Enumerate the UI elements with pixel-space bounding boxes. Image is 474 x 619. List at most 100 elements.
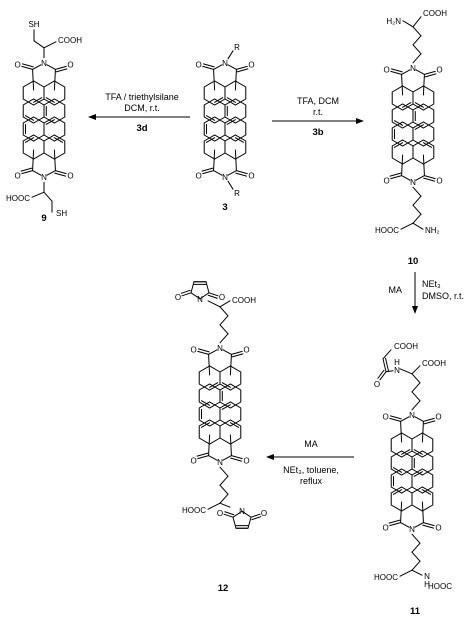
alkyl-chain-bond: [411, 382, 421, 393]
oxygen-atom-label: O: [217, 509, 223, 518]
oxygen-atom-label: O: [190, 456, 196, 465]
alkene-bond: [385, 357, 390, 372]
aromatic-double-bond: [206, 137, 216, 143]
chain-bond: [399, 368, 413, 375]
aromatic-double-bond: [229, 422, 239, 428]
aromatic-double-bond: [45, 119, 55, 125]
maleimide-carbonyl-bond: [223, 513, 234, 518]
nitrogen-atom-label: N: [409, 525, 415, 534]
oxygen-atom-label: O: [243, 346, 249, 355]
imide-bond: [227, 170, 237, 176]
oxygen-atom-label: O: [435, 413, 441, 422]
alkyl-chain-bond: [219, 484, 229, 495]
amide-carbonyl-bond: [379, 371, 387, 381]
chain-bond: [411, 569, 423, 576]
alkyl-chain-bond: [219, 324, 229, 335]
n-substituent-bond: [227, 180, 234, 190]
aromatic-double-bond: [221, 382, 231, 388]
maleimide-carbonyl-bond: [181, 292, 192, 297]
aromatic-double-bond: [226, 97, 236, 103]
oxygen-atom-label: O: [436, 66, 442, 75]
nitrogen-atom-label: N: [222, 173, 228, 182]
carbonyl-bond: [54, 65, 67, 70]
imide-bond: [421, 501, 424, 524]
arrow-11-to-12-conditions-line1: NEt₃, toluene,: [283, 465, 339, 475]
alkyl-chain-bond: [219, 306, 229, 317]
carbonyl-bond: [21, 170, 34, 175]
carbonyl-bond: [422, 417, 435, 422]
arrow-11-to-12-head: [266, 454, 274, 460]
carbonyl-bond: [230, 457, 243, 462]
chain-bond: [207, 300, 221, 308]
oxygen-atom-label: O: [383, 176, 389, 185]
amide-n-top-label: N: [394, 366, 400, 375]
alkyl-chain-bond: [412, 44, 422, 55]
aromatic-double-bond: [226, 119, 236, 125]
amide-n-bottom-label: N: [424, 572, 430, 581]
nitrogen-atom-label: N: [239, 507, 245, 516]
carbonyl-bond: [54, 170, 67, 175]
alkyl-chain-bond: [411, 400, 421, 411]
arrow-11-to-12-conditions-line2: reflux: [300, 476, 323, 486]
carbonyl-bond: [390, 175, 403, 180]
maleamic-carboxyl-bottom-label: HOOC: [428, 582, 452, 591]
amine-top-label: H₂N: [386, 17, 401, 26]
aromatic-ring: [219, 365, 242, 391]
amide-h-top-label: H: [394, 358, 400, 367]
imide-bond: [208, 349, 218, 355]
carbonyl-bond: [202, 170, 215, 175]
aromatic-double-bond: [402, 102, 412, 108]
aromatic-ring: [412, 85, 435, 111]
imide-bond: [415, 69, 425, 75]
arrow-3-to-9-conditions-line2: DCM, r.t.: [124, 103, 160, 113]
amide-carbonyl-bond: [377, 369, 385, 379]
alkyl-chain-bond: [412, 35, 422, 46]
oxygen-atom-label: O: [435, 523, 441, 532]
carbonyl-bond: [54, 172, 67, 177]
maleimide-carbonyl-bond: [180, 289, 191, 294]
aromatic-ring: [411, 450, 434, 476]
arrow-10-to-11-conditions-line1: NEt₃: [422, 279, 441, 289]
nitrogen-atom-label: N: [217, 344, 223, 353]
maleimide-carbonyl-bond: [207, 294, 218, 299]
imide-bond: [401, 175, 411, 181]
aromatic-double-bond: [25, 137, 35, 143]
r-group-top-label: R: [234, 43, 240, 52]
amine-bottom-label: NH₂: [425, 226, 440, 235]
nitrogen-atom-label: N: [410, 64, 416, 73]
alkyl-chain-bond: [219, 315, 229, 326]
carboxyl-top-label: COOH: [58, 36, 82, 45]
aromatic-ring: [43, 116, 66, 142]
aromatic-double-bond: [413, 449, 423, 455]
carboxyl-top-label: COOH: [232, 296, 256, 305]
alkyl-chain-bond: [411, 551, 421, 562]
carbonyl-bond: [230, 350, 243, 355]
imide-bond: [222, 349, 232, 355]
amide-h-bottom-label: H: [424, 580, 430, 589]
compound-9-number: 9: [41, 213, 46, 224]
aromatic-double-bond: [221, 404, 231, 410]
chain-bond: [43, 41, 57, 49]
aromatic-double-bond: [422, 142, 432, 148]
oxygen-atom-label: O: [14, 171, 20, 180]
carbonyl-bond: [235, 170, 248, 175]
aromatic-double-bond: [25, 115, 35, 121]
imide-bond: [213, 149, 216, 172]
maleimide-carbonyl-bond: [251, 516, 262, 521]
oxygen-atom-label: O: [436, 176, 442, 185]
carbonyl-bond: [424, 73, 437, 78]
alkene-bond: [382, 358, 387, 373]
imide-bond: [234, 149, 237, 172]
aromatic-double-bond: [394, 142, 404, 148]
aromatic-double-bond: [394, 120, 404, 126]
aromatic-ring: [224, 98, 247, 124]
amide-bond: [385, 370, 394, 373]
arrow-10-to-11-conditions-line2: DMSO, r.t.: [422, 291, 464, 301]
arrow-10-to-11-head: [412, 306, 418, 314]
oxygen-atom-label: O: [67, 61, 73, 70]
thiol-top-label: SH: [28, 20, 39, 29]
chain-bond: [402, 20, 414, 28]
